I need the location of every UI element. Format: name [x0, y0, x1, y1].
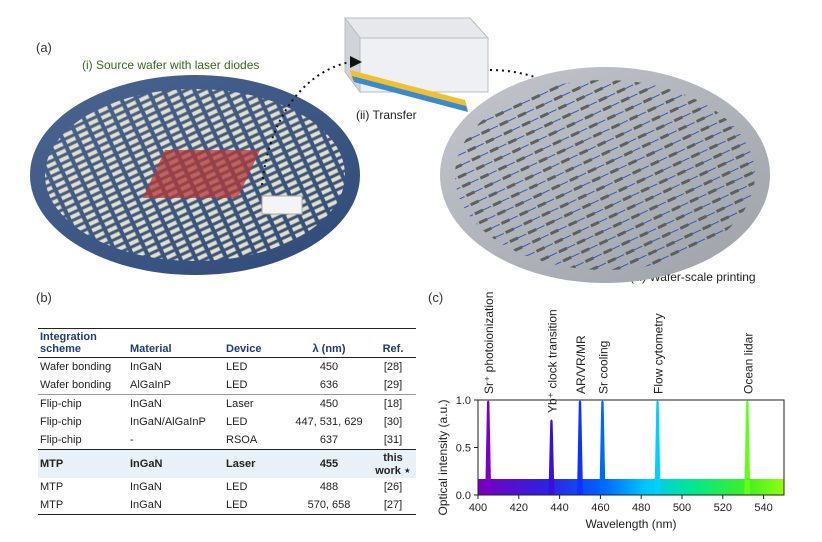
spectrum-chart: Sr⁺ photoionization Yb⁺ clock transition A…	[436, 292, 785, 531]
y-axis-label: Optical intensity (a.u.)	[436, 399, 450, 515]
spectral-peak	[577, 400, 583, 495]
x-axis-label: Wavelength (nm)	[586, 517, 677, 531]
picked-diode-block	[261, 195, 303, 215]
cell-lambda: 637	[319, 434, 339, 446]
cell-ref: [18]	[370, 394, 416, 413]
peak-label: Sr cooling	[596, 341, 610, 394]
table-header-row: Integration scheme Material Device λ (nm…	[38, 328, 416, 358]
caption-transfer: (ii) Transfer	[356, 108, 417, 122]
header-device: Device	[224, 328, 288, 358]
cell-scheme: Wafer bonding	[40, 361, 112, 373]
x-tick-label: 500	[673, 502, 691, 514]
panel-b-label: (b)	[36, 290, 52, 305]
caption-source-wafer: (i) Source wafer with laser diodes	[82, 58, 260, 72]
cell-device: Laser	[224, 394, 288, 413]
comparison-table: Integration scheme Material Device λ (nm…	[38, 328, 416, 515]
panel-c-label: (c)	[428, 290, 444, 305]
cell-ref: [29]	[383, 379, 403, 391]
cell-material: InGaN	[130, 361, 162, 373]
table-row: Wafer bonding InGaN LED 450 [28]	[38, 358, 416, 377]
x-tick-label: 440	[550, 502, 568, 514]
y-tick-label: 0.0	[456, 490, 471, 502]
arrow-to-stamp	[261, 61, 351, 186]
cell-device: LED	[226, 481, 248, 493]
x-tick-label: 400	[469, 502, 487, 514]
table-row: Flip-chip - RSOA 637 [31]	[38, 431, 416, 450]
header-scheme: Integration scheme	[38, 328, 128, 358]
spectral-peak	[599, 400, 606, 495]
y-tick-label: 0.5	[456, 443, 471, 455]
cell-material: InGaN	[128, 496, 224, 515]
source-wafer	[30, 75, 360, 275]
peak-label: Yb⁺ clock transition	[545, 309, 559, 413]
cell-ref: this work ⋆	[370, 449, 416, 478]
cell-ref: [26]	[383, 481, 403, 493]
header-material: Material	[128, 328, 224, 358]
panel-a-label: (a)	[36, 40, 52, 55]
cell-scheme: Flip-chip	[40, 416, 82, 428]
table-row: MTP InGaN LED 488 [26]	[38, 478, 416, 496]
table-row: Wafer bonding AlGaInP LED 636 [29]	[38, 376, 416, 395]
x-tick-label: 540	[754, 502, 772, 514]
spectral-peak	[485, 400, 492, 495]
cell-scheme: Flip-chip	[40, 434, 82, 446]
spectral-peak	[654, 400, 661, 495]
y-tick-label: 1.0	[456, 395, 471, 407]
peak-label: Flow cytometry	[652, 313, 666, 394]
cell-scheme: MTP	[40, 481, 64, 493]
cell-material: AlGaInP	[130, 379, 171, 391]
cell-lambda: 570, 658	[288, 496, 370, 515]
cell-material: -	[130, 434, 134, 446]
cell-device: LED	[226, 416, 248, 428]
transfer-stamp	[344, 16, 490, 112]
spectral-peak	[744, 400, 751, 495]
peak-label: Ocean lidar	[741, 333, 755, 394]
cell-device: LED	[224, 496, 288, 515]
cell-ref: [27]	[370, 496, 416, 515]
cell-scheme: MTP	[38, 496, 128, 515]
x-tick-label: 460	[591, 502, 609, 514]
cell-material: InGaN	[128, 394, 224, 413]
cell-device: RSOA	[226, 434, 258, 446]
peak-label: Sr⁺ photoionization	[482, 292, 496, 394]
table-row: MTP InGaN LED 570, 658 [27]	[38, 496, 416, 515]
cell-ref: [31]	[383, 434, 403, 446]
cell-scheme: Wafer bonding	[40, 379, 112, 391]
header-lambda: λ (nm)	[288, 328, 370, 358]
cell-material: InGaN	[130, 481, 162, 493]
spectral-peak	[548, 419, 555, 495]
cell-lambda: 636	[319, 379, 339, 391]
cell-material: InGaN	[128, 449, 224, 478]
wafer-illustration	[30, 16, 770, 283]
cell-lambda: 447, 531, 629	[295, 416, 363, 428]
table-row-this-work: MTP InGaN Laser 455 this work ⋆	[38, 449, 416, 478]
cell-lambda: 455	[288, 449, 370, 478]
cell-lambda: 488	[319, 481, 339, 493]
x-tick-label: 480	[632, 502, 650, 514]
cell-device: LED	[226, 379, 248, 391]
spectrum-band	[478, 479, 784, 495]
cell-ref: [30]	[383, 416, 403, 428]
cell-scheme: Flip-chip	[38, 394, 128, 413]
cell-lambda: 450	[288, 394, 370, 413]
cell-material: InGaN/AlGaInP	[130, 416, 206, 428]
arrow-to-target	[489, 69, 620, 179]
cell-device: Laser	[224, 449, 288, 478]
cell-ref: [28]	[383, 361, 403, 373]
cell-device: LED	[226, 361, 248, 373]
cell-scheme: MTP	[38, 449, 128, 478]
target-wafer	[440, 67, 770, 283]
peak-label: AR/VR/MR	[574, 335, 588, 394]
table-row: Flip-chip InGaN/AlGaInP LED 447, 531, 62…	[38, 413, 416, 431]
x-tick-label: 420	[510, 502, 528, 514]
cell-lambda: 450	[319, 361, 339, 373]
table-row: Flip-chip InGaN Laser 450 [18]	[38, 394, 416, 413]
header-ref: Ref.	[370, 328, 416, 358]
x-tick-label: 520	[714, 502, 732, 514]
